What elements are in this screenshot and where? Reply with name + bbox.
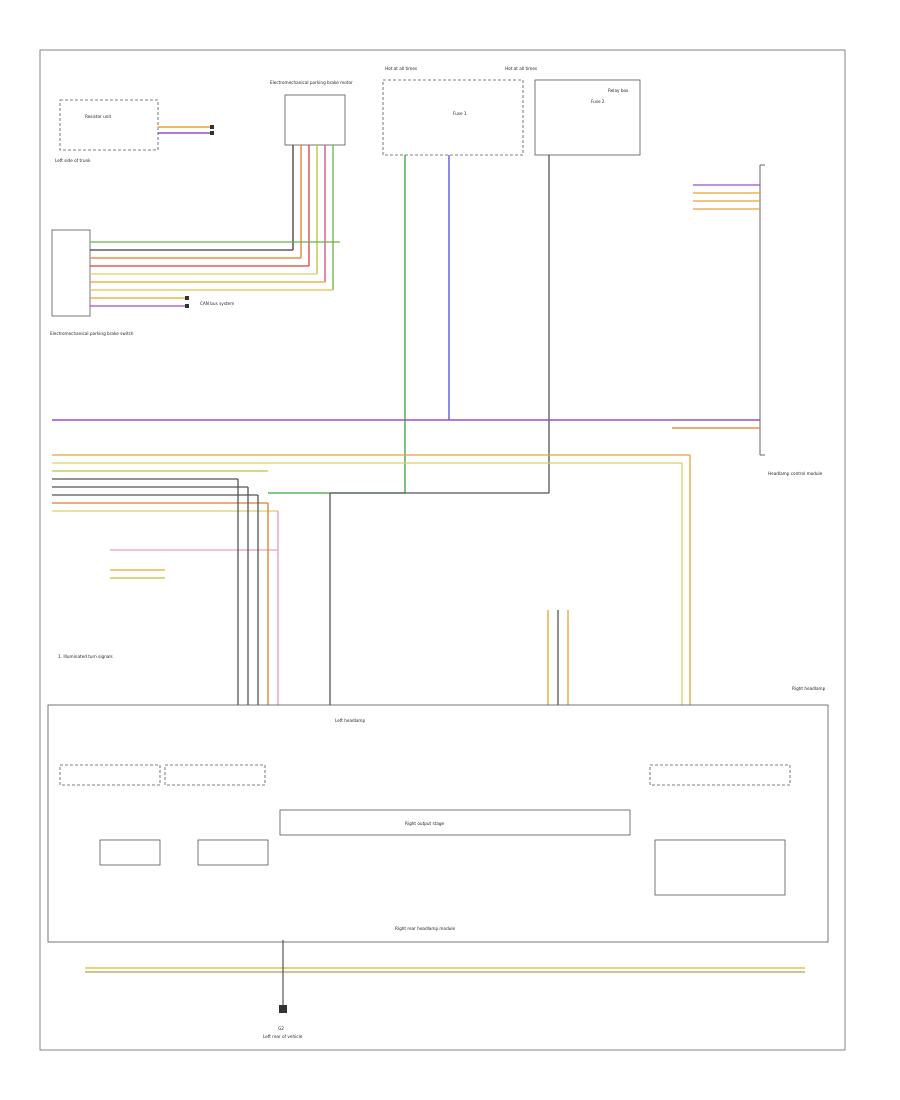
ground-sublabel: Left rear of vehicle <box>263 1034 303 1039</box>
submodule-4 <box>197 839 269 866</box>
component-switch-box <box>51 229 91 317</box>
resistor-sublabel: Left side of trunk <box>55 158 91 163</box>
submodule-1 <box>59 764 161 786</box>
output-stage-box <box>279 809 631 836</box>
left-connector-label: Left headlamp <box>335 718 365 723</box>
right-connector-label: Right headlamp <box>792 686 826 691</box>
fuse-a-title: Hot at all times <box>385 66 417 71</box>
diagram-frame <box>39 49 846 1051</box>
fuse-b-title: Hot at all times <box>505 66 537 71</box>
fuse-b-sub: Fuse 2 <box>591 99 605 104</box>
submodule-right <box>649 764 791 786</box>
bottom-connector-frame <box>47 704 829 943</box>
motor-label: Electromechanical parking brake motor <box>270 80 353 85</box>
submodule-3 <box>99 839 161 866</box>
fuse-box-a <box>382 79 524 156</box>
fuse-box-b <box>534 79 641 156</box>
canbus-label: CAN bus system <box>200 301 234 306</box>
submodule-right-lower <box>654 839 786 896</box>
component-resistor-box <box>59 99 159 151</box>
switch-label: Electromechanical parking brake switch <box>50 331 134 336</box>
mid-label: Right output stage <box>405 821 445 826</box>
fuse-a-sub: Fuse 1 <box>453 111 467 116</box>
submodule-2 <box>164 764 266 786</box>
module-right-label: Headlamp control module <box>768 471 823 476</box>
component-motor-box <box>284 94 346 146</box>
ground-label: G2 <box>278 1026 284 1031</box>
relay-box-label: Relay box <box>608 88 629 93</box>
note-label: 1. Illuminated turn signals <box>58 654 113 659</box>
resistor-label: Resistor unit <box>85 114 112 119</box>
bottom-connector-label: Right rear headlamp module <box>395 926 456 931</box>
